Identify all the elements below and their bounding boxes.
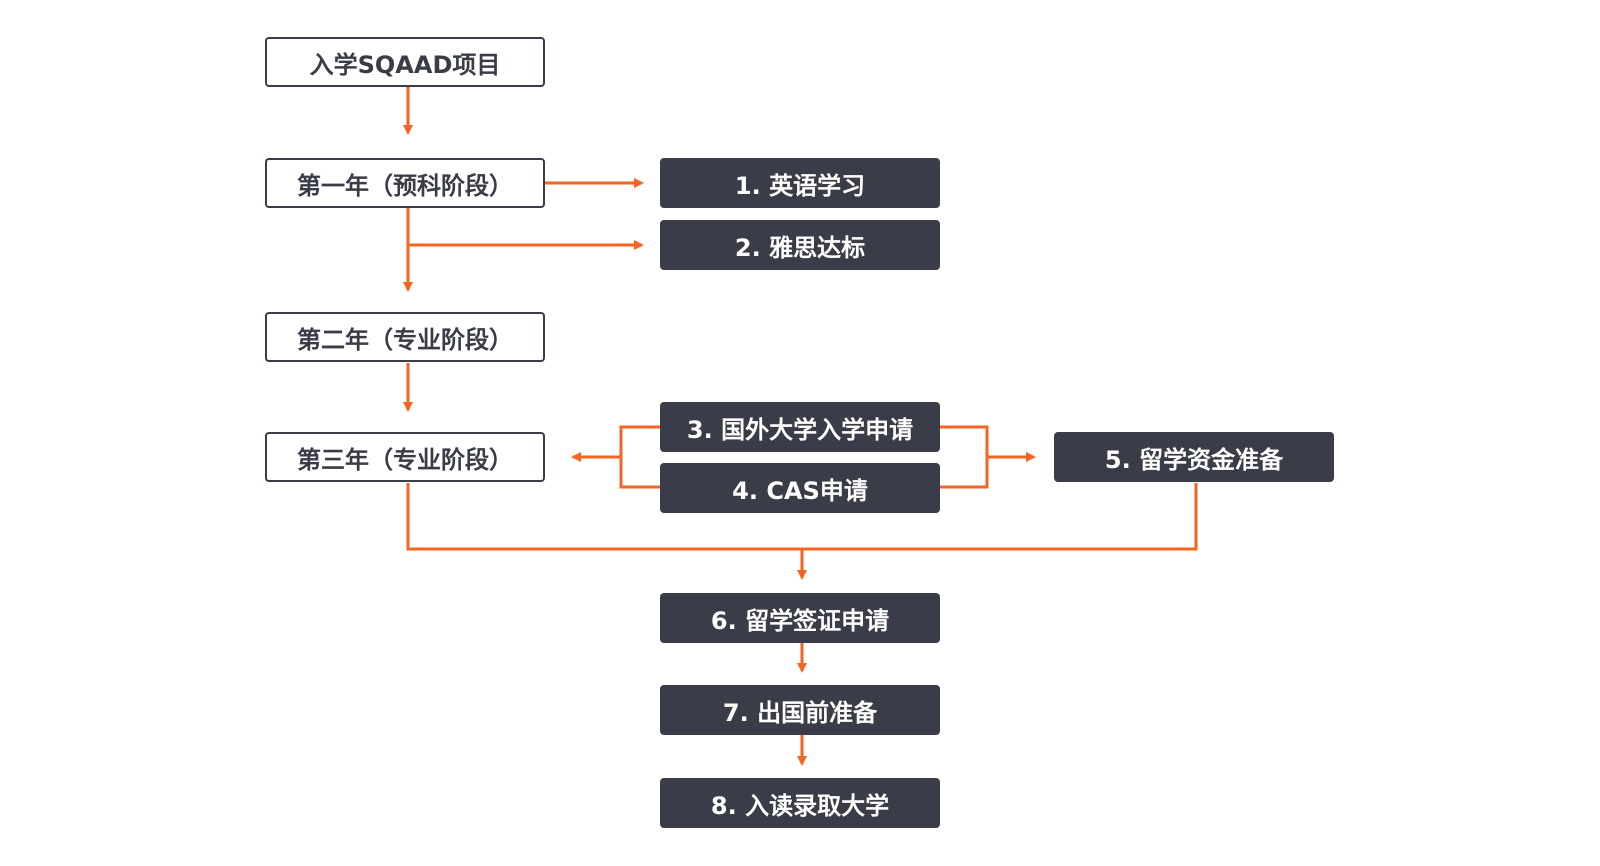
stage-year1-box: 第一年（预科阶段） [265,158,545,208]
step-1-box: 1. 英语学习 [660,158,940,208]
step-8-box: 8. 入读录取大学 [660,778,940,828]
arrow-year1-to-step2 [406,208,644,250]
bracket-steps-3-4-right [940,425,989,489]
step-7-box: 7. 出国前准备 [660,685,940,735]
step-3-box: 3. 国外大学入学申请 [660,402,940,452]
step-5-box: 5. 留学资金准备 [1054,432,1334,482]
bracket-steps-3-4-left [619,425,660,489]
stage-year3-box: 第三年（专业阶段） [265,432,545,482]
stage-year2-box: 第二年（专业阶段） [265,312,545,362]
step-2-box: 2. 雅思达标 [660,220,940,270]
step-4-box: 4. CAS申请 [660,463,940,513]
stage-enroll-box: 入学SQAAD项目 [265,37,545,87]
step-6-box: 6. 留学签证申请 [660,593,940,643]
